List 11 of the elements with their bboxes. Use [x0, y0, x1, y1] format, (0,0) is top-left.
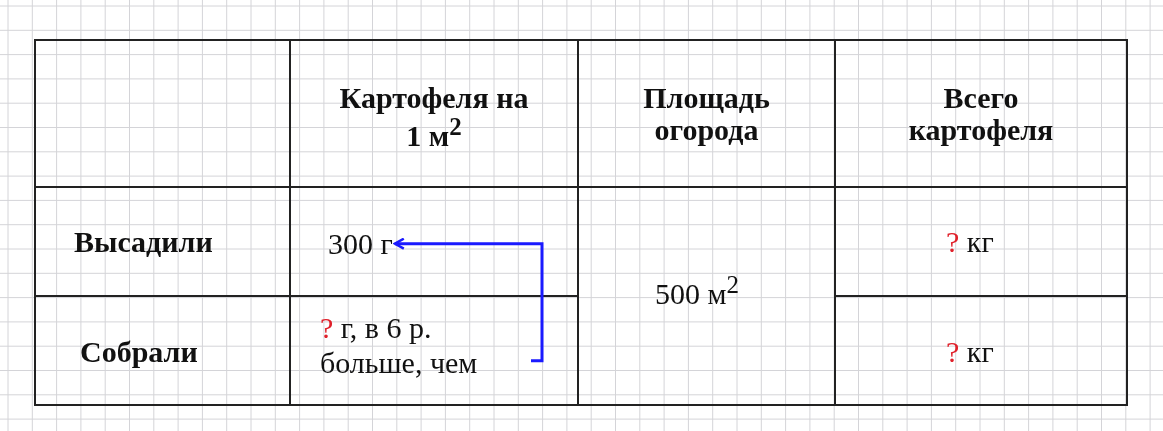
table-cell-text: ? кг	[946, 336, 994, 368]
table-cell-text: 500 м$^{2}$	[655, 272, 739, 310]
arrow	[393, 237, 544, 363]
row-header: Высадили	[74, 226, 213, 258]
column-header: Всего картофеля	[907, 82, 1055, 145]
column-header: Площадь огорода	[642, 82, 771, 145]
column-header: Картофеля на 1 м$^{2}$	[338, 82, 530, 151]
table-cell-text: ? г, в 6 р. больше, чем	[320, 310, 532, 381]
table-cell-text: ? кг	[946, 226, 994, 258]
row-header: Собрали	[80, 336, 198, 368]
table-cell-text: 300 г	[328, 226, 393, 262]
